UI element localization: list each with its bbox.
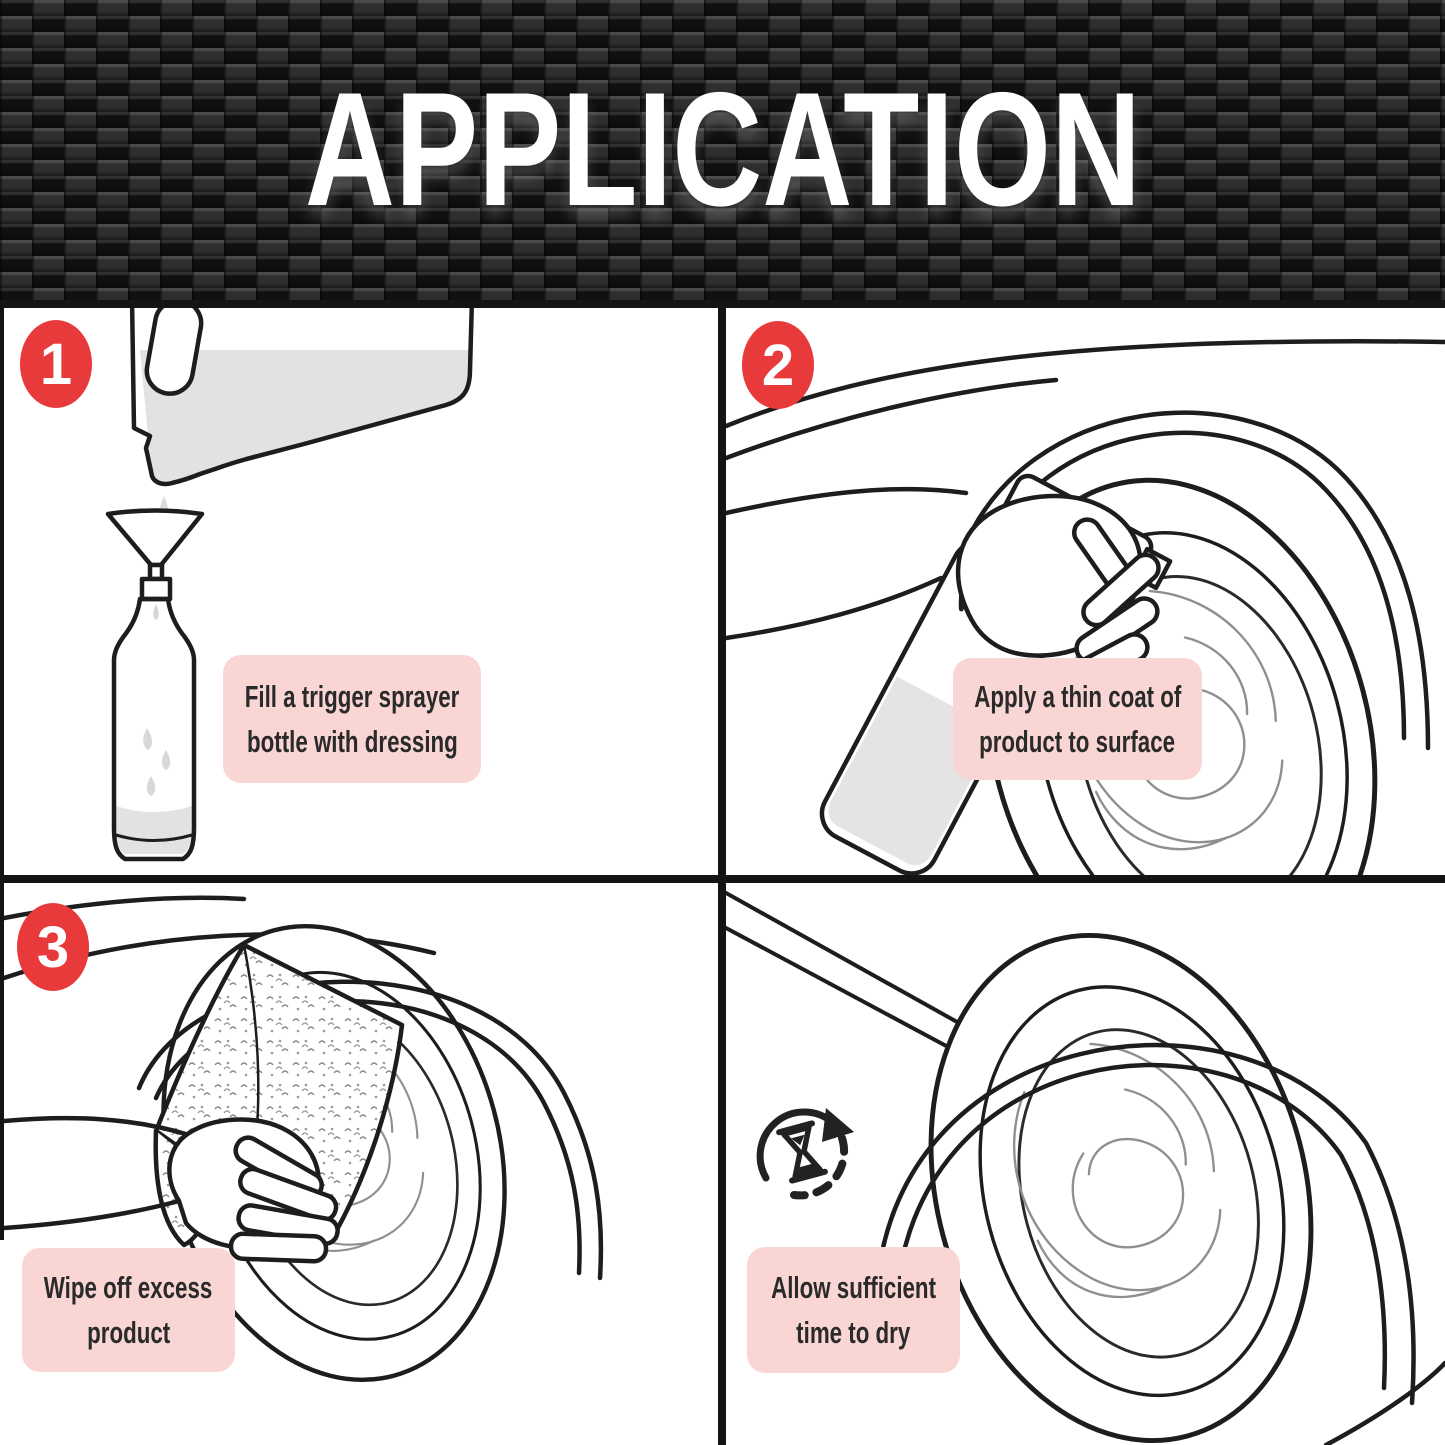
divider-vertical: [718, 308, 726, 1445]
illustration-wipe-wheel: [4, 883, 604, 1445]
illustration-wheel-drying: [726, 883, 1445, 1445]
step-4-caption: Allow sufficient time to dry: [747, 1247, 960, 1373]
illustration-spray-on-wheel: [726, 339, 1445, 875]
step-2-caption: Apply a thin coat of product to surface: [953, 658, 1202, 780]
page-title: APPLICATION: [304, 59, 1141, 240]
wait-timer-icon: [756, 1108, 854, 1200]
step-3-badge: 3: [17, 903, 89, 991]
step-1-caption: Fill a trigger sprayer bottle with dress…: [223, 655, 481, 783]
divider-left: [0, 308, 4, 1240]
divider-top: [0, 300, 1445, 308]
header-banner: APPLICATION: [0, 0, 1445, 300]
illustration-fill-sprayer: [105, 308, 474, 862]
step-2-badge: 2: [742, 321, 814, 409]
step-1-badge: 1: [20, 320, 92, 408]
step-3-caption: Wipe off excess product: [22, 1248, 235, 1372]
